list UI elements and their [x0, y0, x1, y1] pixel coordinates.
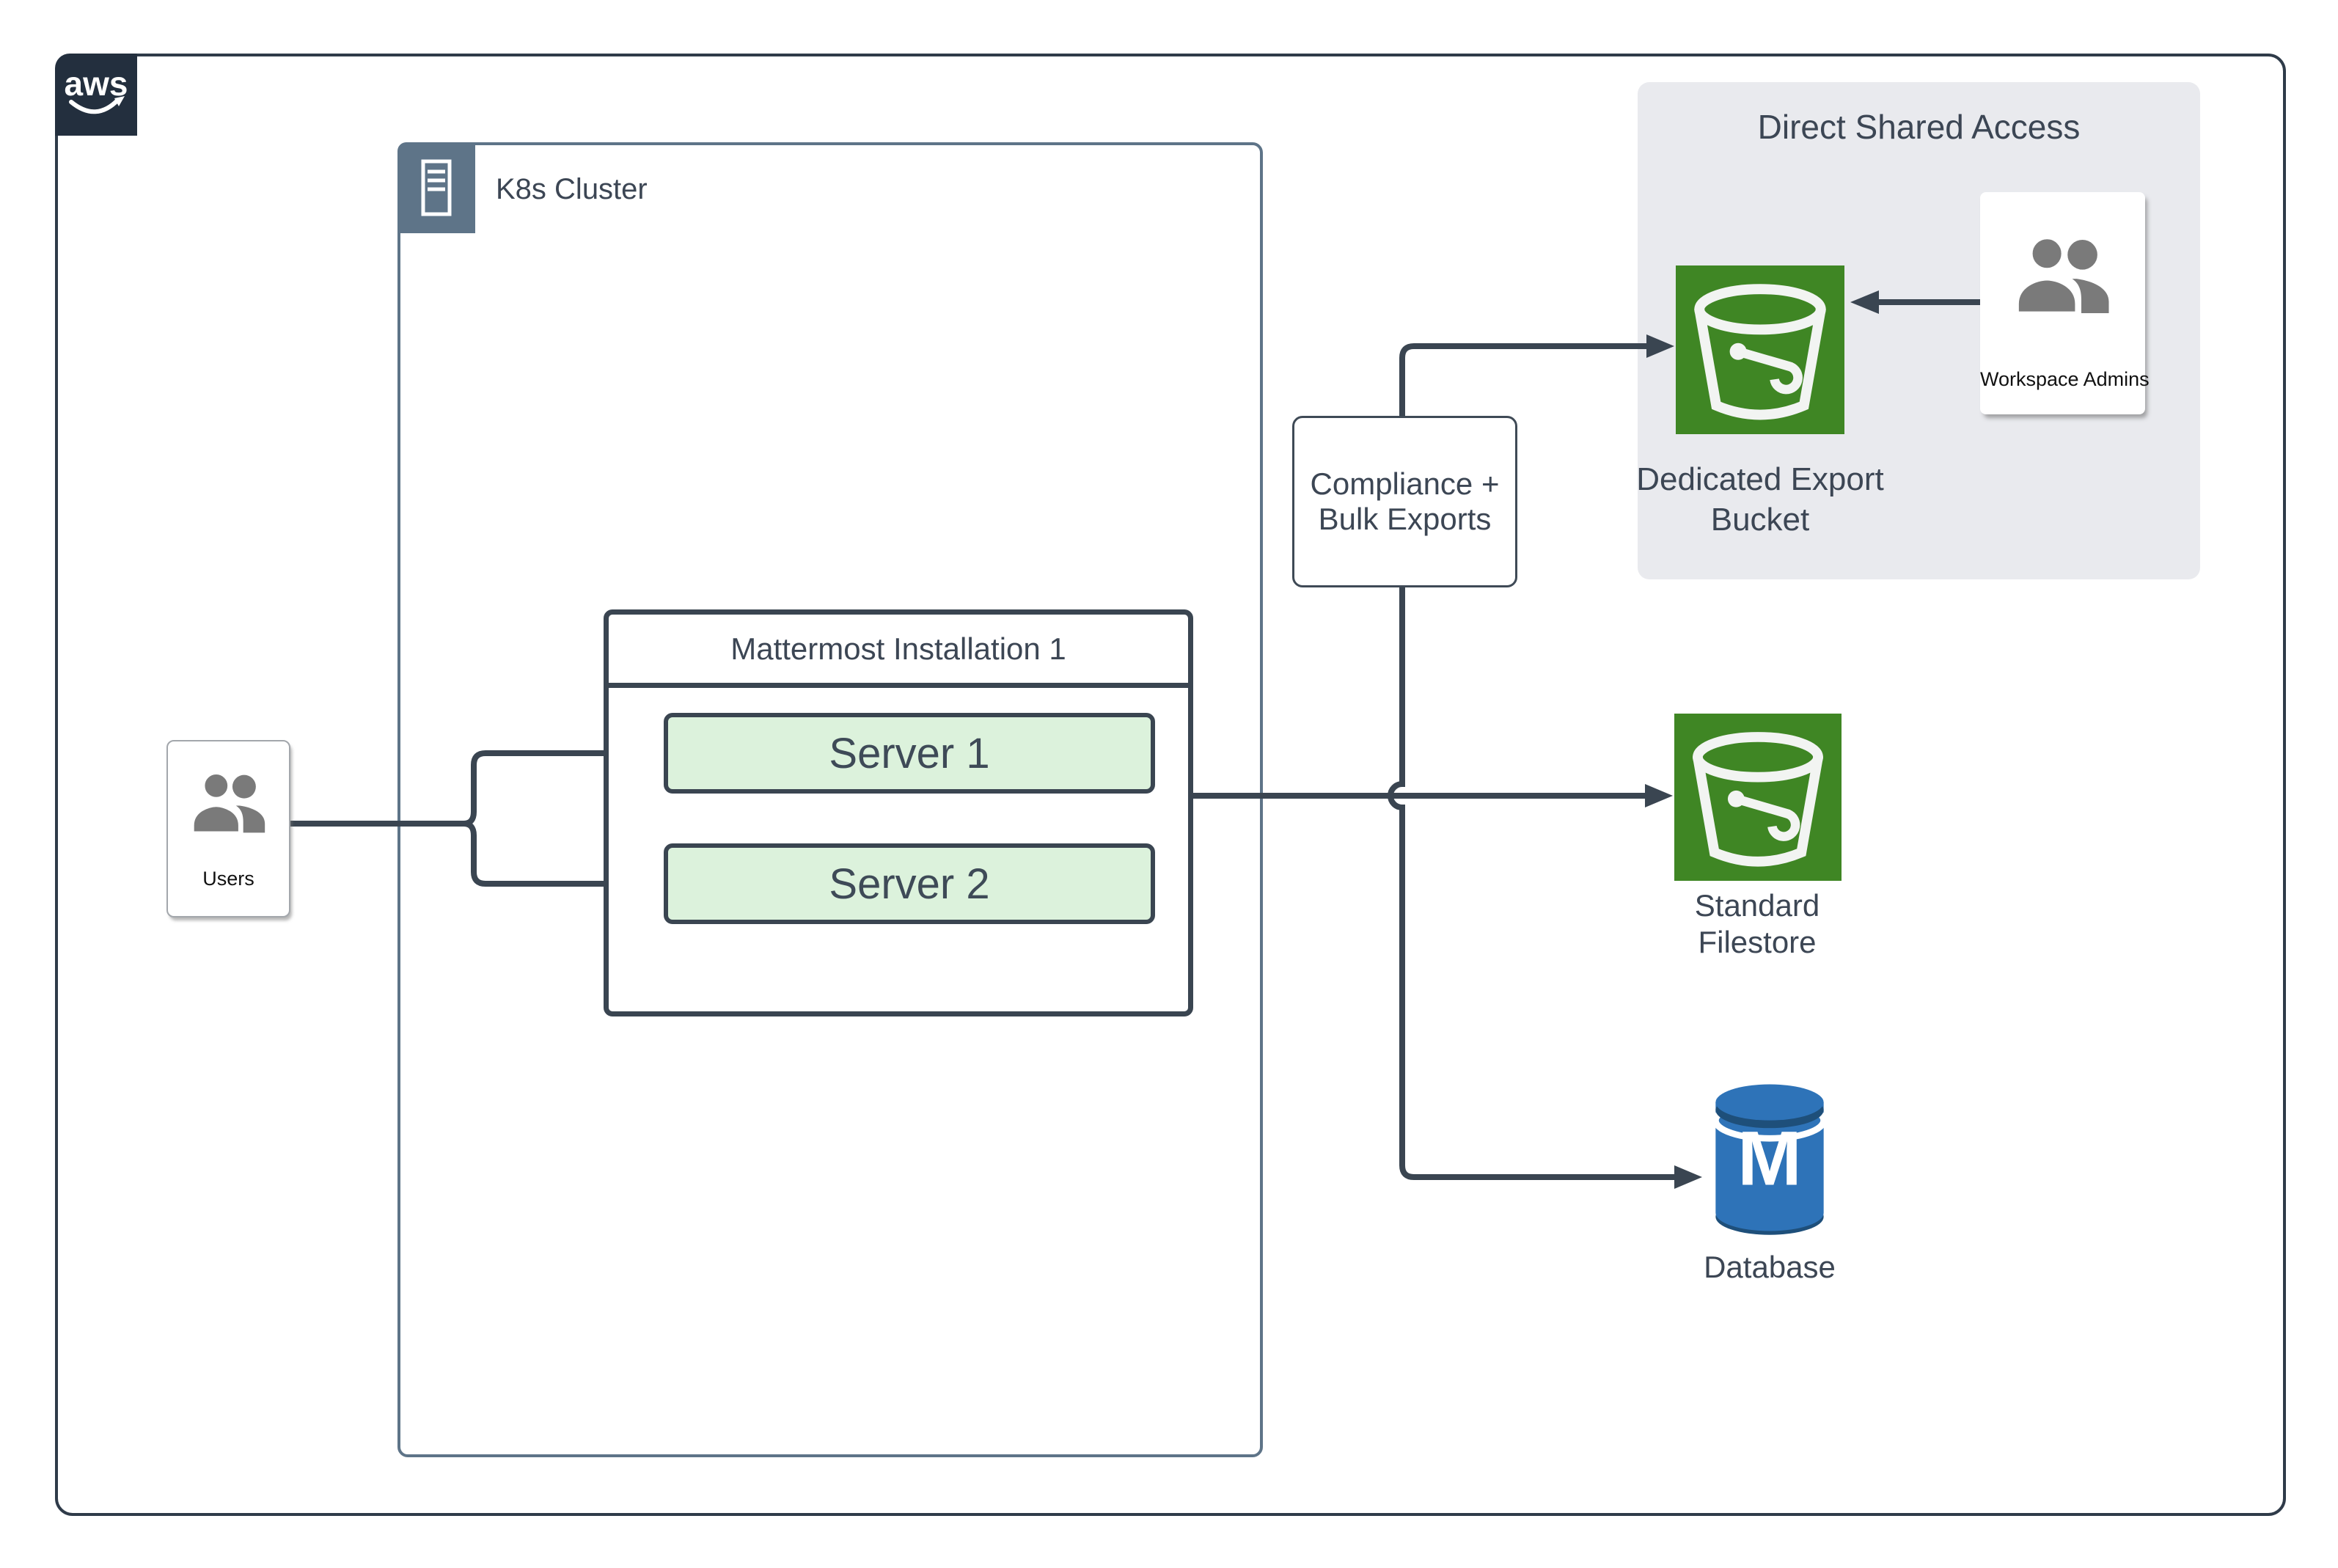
- mattermost-installation-title: Mattermost Installation 1: [609, 615, 1188, 688]
- database-label: Database: [1704, 1250, 1836, 1284]
- database-node: M: [1705, 1071, 1834, 1239]
- mattermost-installation-container: Mattermost Installation 1: [604, 609, 1193, 1016]
- database-cylinder-icon: M: [1712, 1084, 1828, 1235]
- s3-bucket-icon: [1693, 732, 1823, 867]
- k8s-cluster-label: K8s Cluster: [496, 173, 648, 205]
- workspace-admins-icon: [2008, 221, 2118, 335]
- server-2-node: Server 2: [664, 843, 1155, 924]
- aws-logo-icon: aws: [65, 65, 128, 114]
- k8s-cluster-badge: [397, 142, 475, 233]
- k8s-cluster-container: [397, 142, 1263, 1457]
- s3-bucket-icon: [1694, 284, 1826, 420]
- users-icon: [186, 761, 272, 851]
- compliance-label-line1: Compliance +: [1310, 466, 1500, 501]
- compliance-bulk-exports-node: Compliance + Bulk Exports: [1292, 416, 1517, 587]
- aws-logo-text: aws: [65, 65, 128, 103]
- dedicated-export-bucket-node: [1676, 265, 1844, 434]
- dedicated-export-bucket-label: Dedicated Export Bucket: [1636, 461, 1884, 538]
- standard-filestore-node: [1674, 714, 1842, 881]
- users-label: Users: [202, 868, 254, 890]
- standard-filestore-label: Standard Filestore: [1694, 888, 1820, 959]
- workspace-admins-label: Workspace Admins: [1980, 368, 2150, 390]
- server-1-node: Server 1: [664, 713, 1155, 794]
- server-rack-icon: [421, 159, 452, 216]
- compliance-label-line2: Bulk Exports: [1318, 502, 1492, 536]
- workspace-admins-node: Workspace Admins: [1980, 192, 2150, 414]
- database-monogram: M: [1737, 1115, 1802, 1201]
- aws-logo: aws: [55, 54, 137, 136]
- users-node: Users: [166, 740, 290, 917]
- diagram-outer-border: [55, 54, 2286, 1516]
- direct-shared-access-title: Direct Shared Access: [1757, 108, 2081, 146]
